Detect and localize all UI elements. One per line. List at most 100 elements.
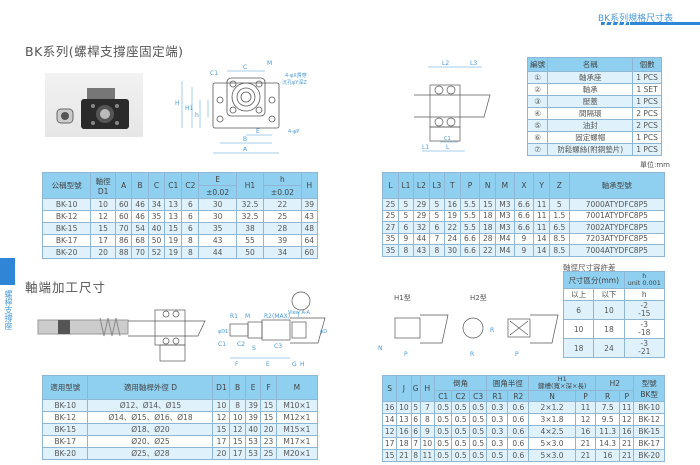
table-cell: 9 [419, 425, 435, 438]
table-cell: 53 [244, 447, 262, 460]
col-header-line: unit 0.001 [627, 279, 661, 287]
table-cell: 35 [147, 210, 166, 223]
table-cell: 7 [419, 401, 435, 414]
table-cell: 18 [593, 319, 625, 339]
table-cell: 10 [229, 411, 246, 424]
col-header: N [479, 172, 497, 199]
table-cell: 12 [90, 210, 117, 223]
table-cell: 0.3 [486, 413, 509, 426]
col-header: B [229, 375, 246, 400]
table-cell: 壓蓋 [547, 95, 634, 108]
table-cell: 34 [263, 246, 302, 259]
table-cell: 25 [263, 210, 302, 223]
table-cell: BK-20 [633, 449, 665, 462]
col-header-line: 型號 [641, 378, 657, 388]
col-header: G [410, 375, 421, 402]
table-cell: 6 [410, 425, 421, 438]
table-cell: Ø25、Ø28 [87, 447, 214, 460]
col-header-line: H1 [557, 375, 567, 383]
sub-header: h [623, 288, 666, 301]
table-cell: 22 [479, 244, 497, 257]
table-cell: 9.5 [595, 413, 621, 426]
dim-l2: L2 [442, 60, 449, 67]
table-cell: 30 [198, 210, 237, 223]
table-cell: 21 [574, 437, 597, 450]
section-header: BK系列規格尺寸表 [598, 14, 674, 24]
lower-tolerance: -18 [638, 328, 651, 337]
table-cell: 12 [574, 413, 597, 426]
table-cell: 10 [212, 399, 231, 412]
col-header: M [495, 172, 515, 199]
table-cell: 8 [181, 246, 200, 259]
col-header: H [300, 172, 319, 199]
table-cell: 0.5 [433, 401, 453, 414]
bk-support-unit-image [56, 88, 129, 129]
table-cell: 14 [533, 232, 551, 245]
dim-m-shaft: M [245, 313, 250, 320]
table-cell: BK-12 [633, 413, 665, 426]
col-header: 尺寸區分(mm) [563, 271, 625, 289]
dim-c2: C2 [237, 341, 245, 348]
col-header-line: 軸徑 [95, 176, 111, 186]
table-cell: 27 [382, 221, 399, 234]
table-cell: 8.5 [549, 244, 570, 257]
header-dash-decoration [601, 22, 629, 25]
table-cell: 17 [90, 234, 117, 247]
col-header: 倒角 [433, 375, 488, 391]
table-cell: 5 [549, 198, 570, 211]
table-cell: 6 [562, 300, 595, 320]
table-cell: Ø12、Ø14、Ø15 [87, 399, 214, 412]
table-cell: 11.3 [595, 425, 621, 438]
table-cell: 1 SET [632, 83, 662, 96]
table-cell: 17 [229, 447, 246, 460]
dim-n: N [378, 345, 383, 352]
table-cell: 2 PCS [632, 119, 662, 132]
table-cell: 29 [412, 209, 430, 222]
table-cell: Ø20、Ø25 [87, 435, 214, 448]
table-cell: 5.5 [459, 209, 481, 222]
col-header: C2 [181, 172, 200, 199]
tolerance-title: 軸徑尺寸容許差 [563, 263, 616, 272]
table-cell: 35 [382, 232, 399, 245]
table-cell: 5.5 [459, 198, 481, 211]
col-header: h [263, 172, 302, 186]
table-cell: 12 [229, 423, 246, 436]
table-cell: 22 [443, 221, 461, 234]
table-cell: 6 [181, 222, 200, 235]
table-cell: 43 [198, 234, 237, 247]
table-cell: 6 [181, 210, 200, 223]
col-header: T [443, 172, 461, 199]
table-cell: 46 [131, 198, 149, 211]
table-cell: 16 [595, 449, 621, 462]
section-title: 軸端加工尺寸 [25, 280, 107, 295]
table-cell: 0.5 [451, 437, 470, 450]
table-cell: -3-18 [623, 319, 666, 339]
dim-r1: R1 [230, 313, 238, 320]
dim-e: E [256, 128, 260, 135]
upper-tolerance: -2 [640, 301, 649, 310]
header-underline [630, 22, 700, 25]
dim-c1-section: C1 [444, 136, 451, 142]
table-cell: BK-20 [41, 246, 92, 259]
view-aa: View A-A [288, 310, 310, 316]
table-cell: 0.5 [451, 401, 470, 414]
table-cell: ⑤ [526, 119, 549, 132]
table-cell: 18 [479, 221, 497, 234]
dim-h: h [195, 112, 199, 119]
dim-r-h2: R [470, 351, 474, 358]
table-cell: 9 [513, 232, 535, 245]
table-cell: 34 [147, 198, 166, 211]
table-cell: 25 [382, 198, 399, 211]
